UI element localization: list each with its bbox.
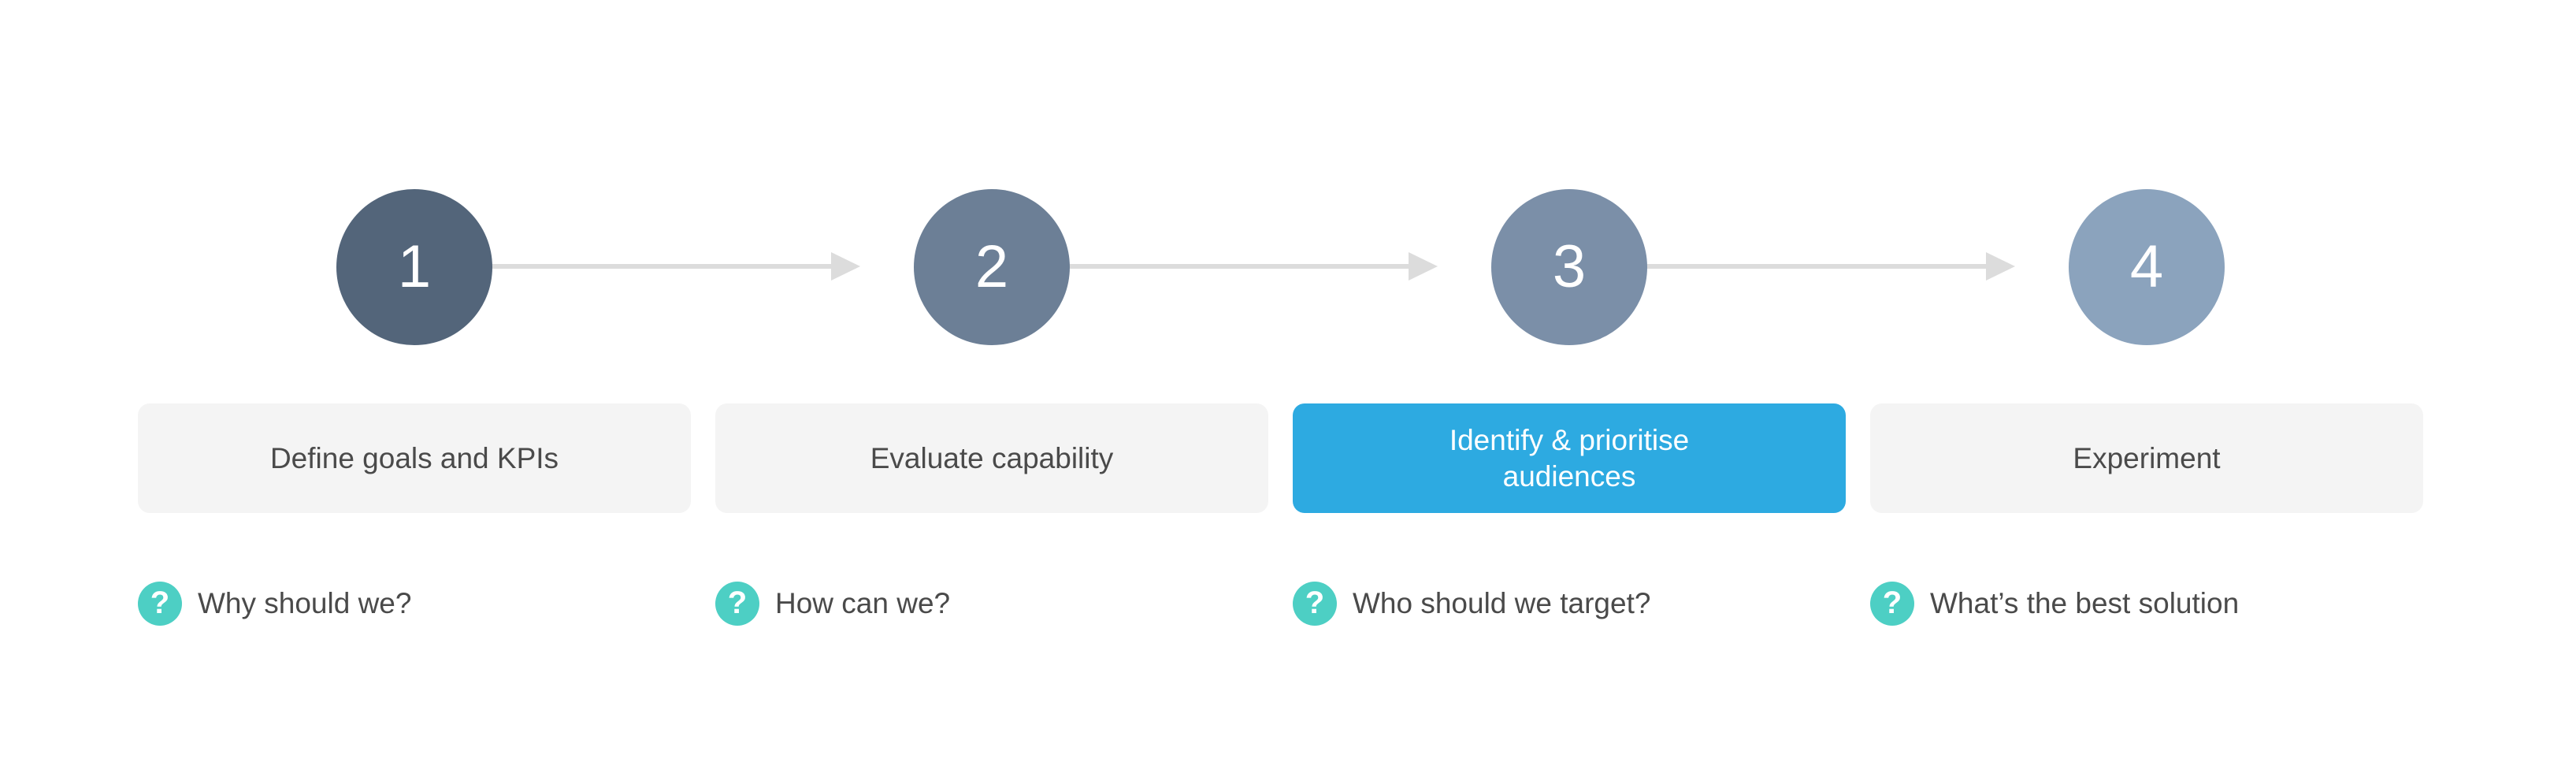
step-2-circle-row: 2 (715, 189, 1268, 345)
step-4-question-row: ? What’s the best solution (1870, 582, 2469, 626)
step-2-number-circle[interactable]: 2 (914, 189, 1070, 345)
step-1-circle-row: 1 (138, 189, 691, 345)
step-4-circle-row: 4 (1870, 189, 2423, 345)
step-1-label-text: Define goals and KPIs (269, 441, 559, 474)
step-3-circle-row: 3 (1293, 189, 1846, 345)
step-4-number-circle[interactable]: 4 (2069, 189, 2225, 345)
step-3-question-text: Who should we target? (1353, 586, 1651, 619)
step-4: 4 Experiment ? What’s the best solution (1870, 0, 2423, 777)
step-1-question-row: ? Why should we? (138, 582, 737, 626)
question-mark-circle-icon: ? (1870, 582, 1914, 626)
question-mark-circle-icon: ? (138, 582, 182, 626)
step-3: 3 Identify & prioritise audiences ? Who … (1293, 0, 1846, 777)
question-mark-circle-icon: ? (1293, 582, 1337, 626)
step-2-label-pill[interactable]: Evaluate capability (715, 403, 1268, 513)
step-4-label-pill[interactable]: Experiment (1870, 403, 2423, 513)
step-4-question-text: What’s the best solution (1930, 586, 2240, 619)
step-3-label-pill[interactable]: Identify & prioritise audiences (1293, 403, 1846, 513)
step-1-number-circle[interactable]: 1 (336, 189, 492, 345)
step-3-question-row: ? Who should we target? (1293, 582, 1891, 626)
question-mark-circle-icon: ? (715, 582, 759, 626)
step-4-label-text: Experiment (2073, 441, 2221, 474)
step-2-question-text: How can we? (775, 586, 951, 619)
step-2: 2 Evaluate capability ? How can we? (715, 0, 1268, 777)
step-3-label-text: Identify & prioritise audiences (1449, 424, 1690, 493)
step-1: 1 Define goals and KPIs ? Why should we? (138, 0, 691, 777)
step-1-question-text: Why should we? (198, 586, 412, 619)
step-1-label-pill[interactable]: Define goals and KPIs (138, 403, 691, 513)
step-2-question-row: ? How can we? (715, 582, 1314, 626)
step-2-label-text: Evaluate capability (870, 441, 1114, 474)
step-3-number-circle[interactable]: 3 (1491, 189, 1647, 345)
